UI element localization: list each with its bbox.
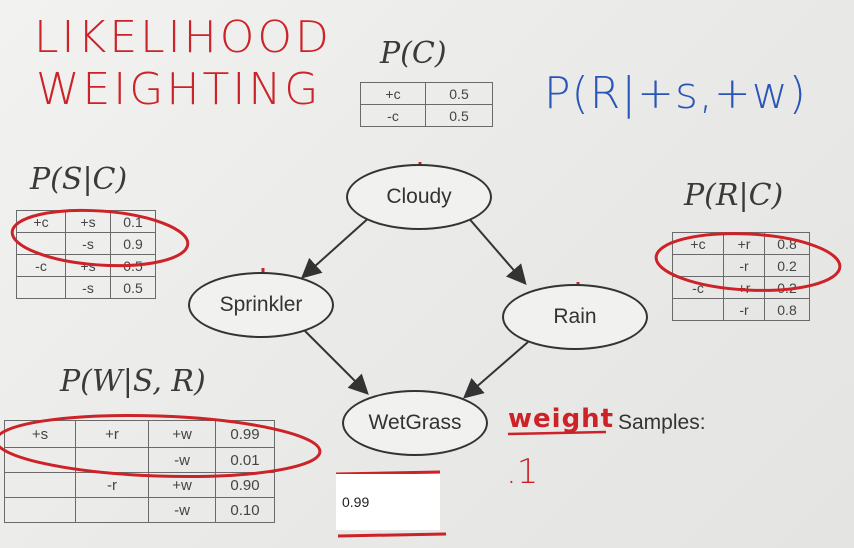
- table-row: -c +r 0.2: [672, 276, 810, 299]
- node-wetgrass: WetGrass: [342, 390, 488, 456]
- table-cell: 0.2: [764, 276, 810, 299]
- node-cloudy: Cloudy: [346, 164, 492, 230]
- answer-input[interactable]: 0.99: [336, 474, 440, 530]
- cpt-s-table: +c +s 0.1 -s 0.9 -c +s 0.5 -s 0.5: [16, 210, 156, 299]
- table-row: -c 0.5: [360, 104, 493, 127]
- edge-cloudy-sprinkler: [301, 214, 373, 279]
- edge-cloudy-rain: [465, 214, 527, 286]
- query-expression: P(R|+s,+w): [544, 68, 807, 119]
- highlight-w-row: [0, 413, 322, 479]
- table-cell: 0.8: [764, 298, 810, 321]
- edge-sprinkler-wetgrass: [303, 329, 369, 395]
- cpt-s-label: P(S|C): [30, 162, 128, 197]
- table-row: -r 0.2: [672, 254, 810, 277]
- table-cell: [4, 497, 76, 523]
- cpt-r-table: +c +r 0.8 -r 0.2 -c +r 0.2 -r 0.8: [672, 232, 810, 321]
- table-cell: [4, 472, 76, 498]
- table-row: -s 0.5: [16, 276, 156, 299]
- cpt-c-label: P(C): [380, 36, 447, 71]
- table-cell: [75, 497, 149, 523]
- cpt-r-label: P(R|C): [684, 178, 784, 213]
- table-cell: 0.10: [215, 497, 275, 523]
- cpt-w-table: +s +r +w 0.99 -w 0.01 -r +w 0.90 -w 0.10: [4, 420, 275, 523]
- table-cell: -w: [148, 497, 216, 523]
- table-cell: 0.5: [110, 276, 156, 299]
- table-row: -w 0.10: [4, 497, 275, 523]
- highlight-s-row: [10, 208, 190, 268]
- weight-value: .1: [506, 452, 539, 492]
- samples-label: Samples:: [618, 411, 706, 434]
- cpt-c-table: +c 0.5 -c 0.5: [360, 82, 493, 127]
- weight-underline: [507, 430, 607, 436]
- table-cell: 0.2: [764, 254, 810, 277]
- edge-rain-wetgrass: [462, 341, 529, 399]
- node-sprinkler: Sprinkler: [188, 272, 334, 338]
- title-likelihood: LIKELIHOOD: [34, 12, 332, 63]
- node-rain: Rain: [502, 284, 648, 350]
- answer-marker-bottom: [337, 532, 447, 538]
- answer-marker-top: [335, 470, 441, 476]
- table-cell: +s: [4, 420, 76, 448]
- cpt-w-label: P(W|S, R): [60, 364, 206, 399]
- table-cell: 0.1: [110, 210, 156, 233]
- title-weighting: WEIGHTING: [36, 64, 322, 115]
- highlight-r-row: [654, 232, 842, 292]
- table-row: -r 0.8: [672, 298, 810, 321]
- table-cell: 0.5: [425, 104, 493, 127]
- weight-label: weight: [508, 404, 615, 434]
- table-row: -s 0.9: [16, 232, 156, 255]
- table-cell: -r: [723, 298, 765, 321]
